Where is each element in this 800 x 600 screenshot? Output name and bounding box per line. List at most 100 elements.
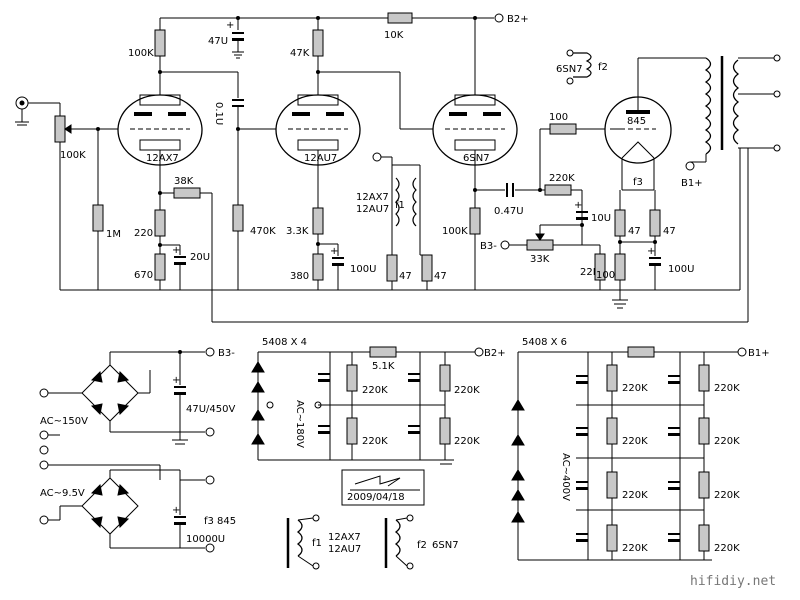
capacitor-47u: + 47U xyxy=(208,20,244,59)
label-38k: 38K xyxy=(174,176,194,187)
resistor-47-f3b xyxy=(649,209,661,237)
label-01u: 0.1U xyxy=(213,102,224,125)
label-vol-100k: 100K xyxy=(60,150,86,161)
label-tube4: 845 xyxy=(627,116,646,127)
heater-f2-connector: 6SN7 f2 xyxy=(556,49,608,85)
label-ps3-220k-c: 220K xyxy=(454,385,480,396)
label-f2-tube: 6SN7 xyxy=(556,64,583,75)
power-supply-f3: AC~9.5V + 10000U f3 845 xyxy=(39,445,236,553)
label-f2: f2 xyxy=(598,62,608,73)
label-470k: 470K xyxy=(250,226,276,237)
label-f1-tube-b: 12AU7 xyxy=(356,204,389,215)
date-stamp: 2009/04/18 xyxy=(341,469,425,506)
label-ac150: AC~150V xyxy=(40,416,88,427)
output-transformer: B1+ xyxy=(681,54,781,189)
resistor-100-grid xyxy=(549,123,577,135)
watermark: hifidiy.net xyxy=(690,574,776,589)
svg-text:+: + xyxy=(226,20,234,31)
label-ac400: AC~400V xyxy=(560,453,571,501)
svg-text:+: + xyxy=(574,200,582,211)
label-f3-845: f3 845 xyxy=(204,516,236,527)
capacitor-01u: 0.1U xyxy=(213,99,244,125)
resistor-220k-bias xyxy=(544,184,572,196)
svg-text:+: + xyxy=(172,505,180,516)
svg-text:+: + xyxy=(647,246,655,257)
bias-pot-33k: B3- 33K xyxy=(480,224,600,265)
label-f1-tube-a: 12AX7 xyxy=(356,192,389,203)
label-220k-bias: 220K xyxy=(549,173,575,184)
label-47-f3b: 47 xyxy=(663,226,676,237)
label-ps3-220k-d: 220K xyxy=(454,436,480,447)
power-supply-b1: 5408 X 6 B1+ AC~400V 220K 220 xyxy=(511,337,770,561)
svg-text:+: + xyxy=(330,246,338,257)
label-100-grid: 100 xyxy=(549,112,568,123)
resistor-100k-grid3 xyxy=(469,207,481,235)
label-220: 220 xyxy=(134,228,153,239)
svg-text:+: + xyxy=(172,375,180,386)
label-ps4-220k-6: 220K xyxy=(714,436,740,447)
tube-12ax7: 12AX7 xyxy=(117,94,203,166)
label-47u: 47U xyxy=(208,36,228,47)
label-ps4-220k-3: 220K xyxy=(622,490,648,501)
label-ps4-220k-4: 220K xyxy=(622,543,648,554)
label-tube3: 6SN7 xyxy=(463,153,490,164)
label-tube2: 12AU7 xyxy=(304,153,337,164)
resistor-47k-plate xyxy=(312,29,324,57)
resistor-100-bias xyxy=(614,253,626,281)
label-47u-450v: 47U/450V xyxy=(186,404,236,415)
resistor-3k3 xyxy=(312,207,324,235)
label-ps4-220k-7: 220K xyxy=(714,490,740,501)
label-b2plus-ps: B2+ xyxy=(484,348,506,359)
label-100k-plate: 100K xyxy=(128,48,154,59)
b2-rail: 10K B2+ xyxy=(159,12,529,82)
label-ps4-220k-1: 220K xyxy=(622,383,648,394)
resistor-38k xyxy=(173,187,201,199)
label-47-f1b: 47 xyxy=(434,271,447,282)
label-670: 670 xyxy=(134,270,153,281)
label-20u: 20U xyxy=(190,252,210,263)
label-ps3-220k-a: 220K xyxy=(362,385,388,396)
resistor-100k-plate xyxy=(154,29,166,57)
label-100u-a: 100U xyxy=(350,264,376,275)
resistor-5k1 xyxy=(369,346,397,358)
power-supply-b2: 5408 X 4 AC~180V 5.1K B2+ 220K 220K 220K xyxy=(251,337,506,465)
label-5k1: 5.1K xyxy=(372,361,395,372)
tube-12au7: 12AU7 xyxy=(275,94,361,166)
label-tx-f2-tube: 6SN7 xyxy=(432,540,459,551)
label-ac180: AC~180V xyxy=(294,400,305,448)
label-b1plus-ps: B1+ xyxy=(748,348,770,359)
label-10k: 10K xyxy=(384,30,404,41)
resistor-22k xyxy=(594,253,606,281)
label-ac95: AC~9.5V xyxy=(40,488,85,499)
label-100u-b: 100U xyxy=(668,264,694,275)
label-ps3-220k-b: 220K xyxy=(362,436,388,447)
label-047u: 0.47U xyxy=(494,206,524,217)
volume-potentiometer: 100K xyxy=(54,103,98,290)
power-supply-b3: B3- + 47U/450V AC~150V xyxy=(39,347,236,445)
resistor-670 xyxy=(154,253,166,281)
label-tube1: 12AX7 xyxy=(146,153,179,164)
heater-transformer-f1: f1 12AX7 12AU7 xyxy=(286,514,361,570)
label-tx-f1-tube-a: 12AX7 xyxy=(328,532,361,543)
label-10u: 10U xyxy=(591,213,611,224)
label-tx-f1: f1 xyxy=(312,538,322,549)
label-f1: f1 xyxy=(395,200,405,211)
label-date: 2009/04/18 xyxy=(347,492,405,503)
resistor-220-cathode xyxy=(154,209,166,237)
resistor-47-f3a xyxy=(614,209,626,237)
input-jack xyxy=(15,96,60,126)
label-100-bias: 100 xyxy=(596,270,615,281)
label-ps4-220k-5: 220K xyxy=(714,383,740,394)
resistor-380 xyxy=(312,253,324,281)
label-tx-f2: f2 xyxy=(417,540,427,551)
label-47-f3a: 47 xyxy=(628,226,641,237)
label-b1plus-amp: B1+ xyxy=(681,178,703,189)
heater-f1-network: 12AX7 12AU7 f1 47 47 xyxy=(356,152,447,290)
resistor-10k xyxy=(387,12,413,24)
label-tx-f1-tube-b: 12AU7 xyxy=(328,544,361,555)
label-b3minus: B3- xyxy=(480,241,497,252)
label-33k: 33K xyxy=(530,254,550,265)
label-47-f1a: 47 xyxy=(399,271,412,282)
label-3k3: 3.3K xyxy=(286,226,309,237)
